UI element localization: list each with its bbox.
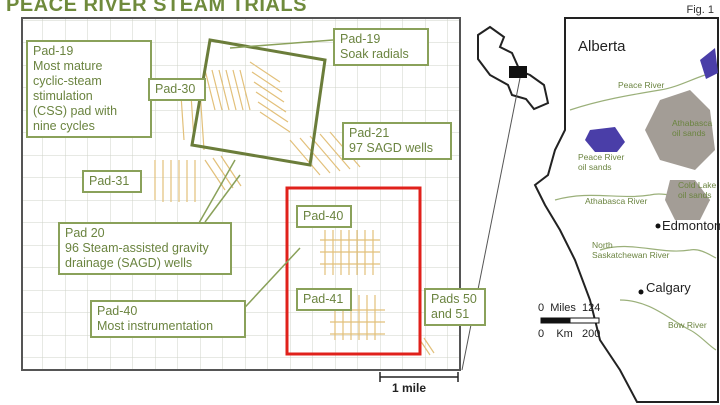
city-edmonton: Edmonton <box>662 218 720 233</box>
region-north-sask: North Saskatchewan River <box>592 240 670 260</box>
region-cold-lake: Cold Lake oil sands <box>678 180 717 200</box>
figure-label: Fig. 1 <box>686 4 714 16</box>
region-bow-river: Bow River <box>668 320 707 330</box>
region-athabasca-river: Athabasca River <box>585 196 648 206</box>
north-oil-sands <box>700 48 718 79</box>
callout-pad21: Pad-21 97 SAGD wells <box>342 122 452 160</box>
inset-scale-miles: 0 Miles 124 <box>538 302 601 314</box>
city-calgary: Calgary <box>646 280 691 295</box>
peace-river-oil-sands <box>585 127 625 152</box>
region-peace-river-sands: Peace River oil sands <box>578 152 625 172</box>
callout-pad41: Pad-41 <box>296 288 352 311</box>
callout-pads50: Pads 50 and 51 <box>424 288 486 326</box>
inset-scale-bar <box>540 317 600 324</box>
region-peace-river: Peace River <box>618 80 665 90</box>
callout-pad40-box: Pad-40 <box>296 205 352 228</box>
region-athabasca-sands: Athabasca oil sands <box>672 118 713 138</box>
mile-scale-label: 1 mile <box>392 381 427 395</box>
callout-pad30: Pad-30 <box>148 78 206 101</box>
highlight-box <box>285 186 422 356</box>
cold-lake-oil-sands <box>665 180 710 220</box>
callout-pad19-soak: Pad-19 Soak radials <box>333 28 429 66</box>
callout-pad19-main: Pad-19 Most mature cyclic-steam stimulat… <box>26 40 152 138</box>
page-title: PEACE RIVER STEAM TRIALS <box>6 0 307 16</box>
athabasca-oil-sands <box>645 90 715 170</box>
callout-pad40-main: Pad-40 Most instrumentation <box>90 300 246 338</box>
callout-pad31: Pad-31 <box>82 170 142 193</box>
pad19-outline <box>190 38 327 167</box>
alberta-label: Alberta <box>578 38 626 55</box>
inset-scale-km: 0 Km 200 <box>538 328 601 340</box>
callout-pad20: Pad 20 96 Steam-assisted gravity drainag… <box>58 222 232 275</box>
mile-scale-bar <box>379 372 459 382</box>
